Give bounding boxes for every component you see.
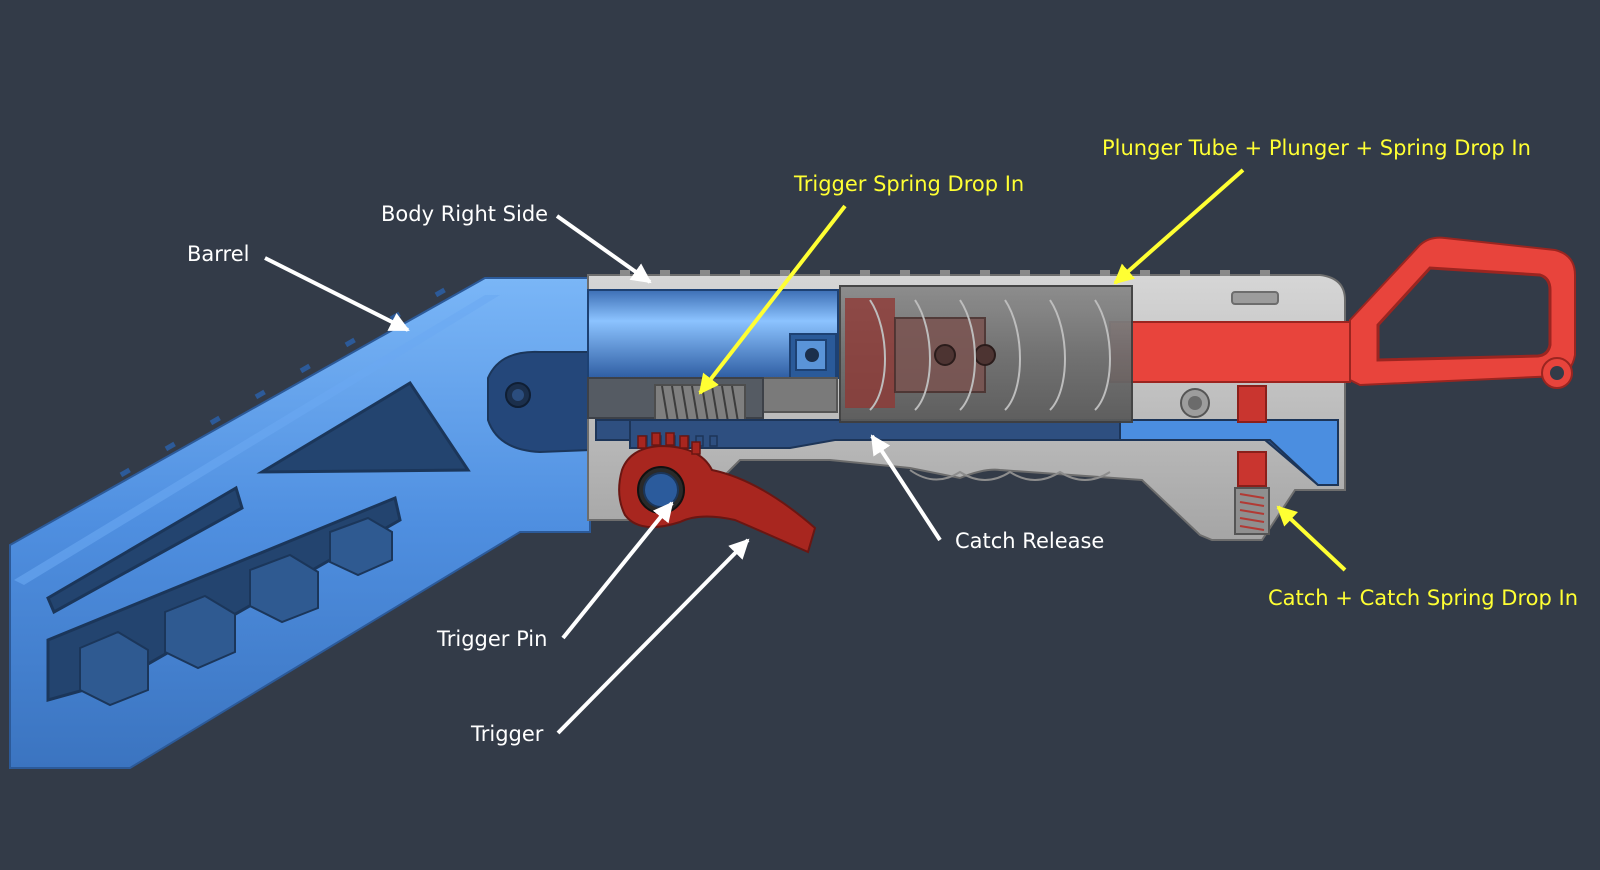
body-right-side-label: Body Right Side (381, 202, 549, 226)
barrel-part (9, 277, 591, 769)
trigger-pin-label: Trigger Pin (437, 627, 548, 651)
callout-arrows (264, 168, 1347, 735)
trigger-pin-part (637, 466, 685, 514)
trigger-spring-label: Trigger Spring Drop In (794, 172, 1025, 196)
catch-spring-arrow (1276, 505, 1347, 572)
plunger-arrow (1113, 168, 1245, 285)
barrel-tube (587, 289, 839, 413)
plunger-label: Plunger Tube + Plunger + Spring Drop In (1102, 136, 1531, 160)
plunger-tube-assembly (839, 236, 1576, 423)
trigger-arrow (556, 538, 750, 735)
catch-spring-label: Catch + Catch Spring Drop In (1268, 586, 1579, 610)
catch-part (1234, 385, 1270, 535)
catch-release-arrow (870, 434, 942, 542)
catch-release-label: Catch Release (955, 529, 1105, 553)
barrel-label: Barrel (187, 242, 250, 266)
trigger-pin-arrow (561, 501, 674, 640)
trigger-label: Trigger (471, 722, 544, 746)
barrel-arrow (264, 256, 410, 332)
body-right-side-arrow (555, 214, 652, 284)
trigger-spring-arrow (698, 204, 847, 395)
